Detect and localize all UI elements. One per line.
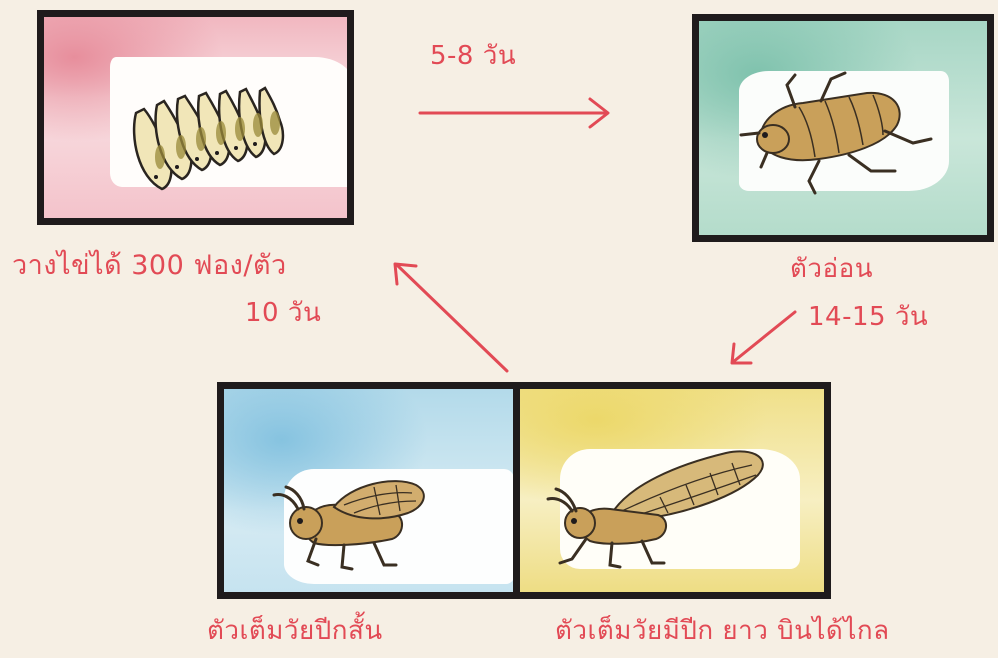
eggs-duration-label: 10 วัน bbox=[245, 300, 321, 326]
adult-long-wing-label: ตัวเต็มวัยมีปีก ยาว บินได้ไกล bbox=[555, 618, 890, 644]
egg-cluster-icon bbox=[44, 17, 347, 218]
nymph-duration-label: 14-15 วัน bbox=[808, 304, 928, 330]
arrow-eggs-to-nymph bbox=[420, 99, 608, 127]
short-winged-adult-icon bbox=[224, 389, 513, 592]
eggs-to-nymph-duration-label: 5-8 วัน bbox=[430, 43, 516, 69]
arrow-adult-to-eggs bbox=[395, 264, 507, 371]
long-winged-adult-icon bbox=[520, 389, 824, 592]
nymph-label: ตัวอ่อน bbox=[790, 256, 873, 282]
eggs-panel bbox=[37, 10, 354, 225]
adult-short-wing-panel bbox=[217, 382, 520, 599]
adult-long-wing-panel bbox=[513, 382, 831, 599]
nymph-icon bbox=[699, 21, 987, 235]
arrow-nymph-to-adult bbox=[732, 312, 795, 363]
adult-short-wing-label: ตัวเต็มวัยปีกสั้น bbox=[207, 618, 383, 644]
nymph-panel bbox=[692, 14, 994, 242]
eggs-label: วางไข่ได้ 300 ฟอง/ตัว bbox=[12, 252, 287, 279]
